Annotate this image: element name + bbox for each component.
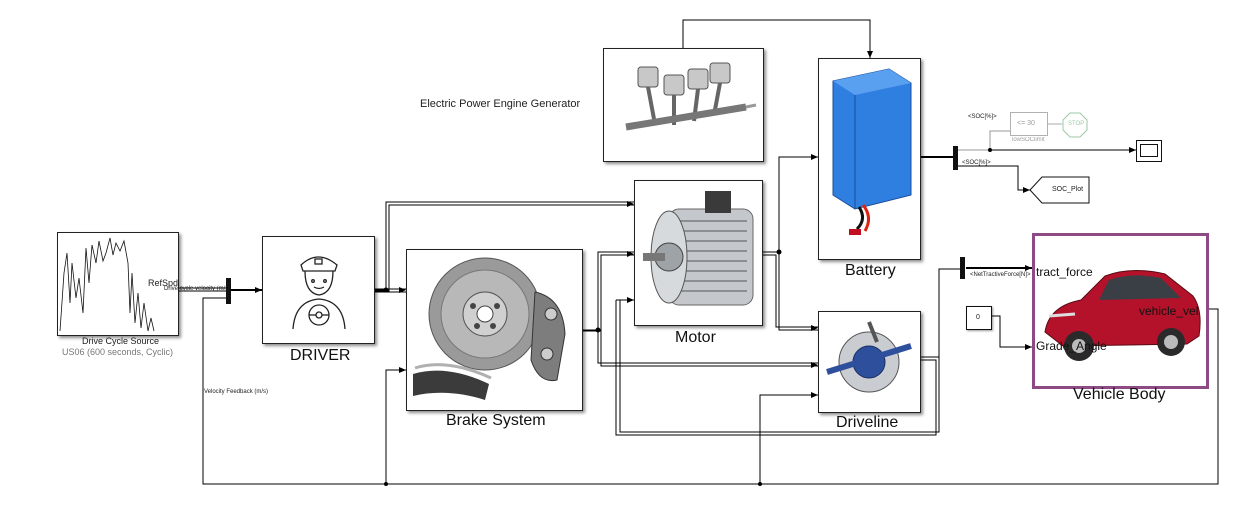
drive-cycle-title: Drive Cycle Source	[82, 336, 160, 346]
vehicle-input-mux[interactable]	[960, 257, 965, 279]
brake-system-label: Brake System	[446, 412, 546, 429]
net-tractive-force-label: <NetTractiveForce[N]>	[970, 272, 1031, 278]
driveline-block[interactable]	[818, 311, 921, 413]
velocity-feedback-label: Velocity Feedback (m/s)	[204, 389, 269, 395]
goto-tag-icon	[1029, 176, 1090, 204]
vehicle-vel-port-label: vehicle_vel	[1139, 304, 1199, 318]
battery-block[interactable]	[818, 58, 921, 260]
motor-block[interactable]	[634, 180, 763, 326]
soc-signal-label-top: <SOC[%]>	[968, 114, 997, 120]
driver-label: DRIVER	[290, 347, 351, 364]
soc-demux[interactable]	[953, 146, 958, 170]
tract-force-port-label: tract_force	[1036, 265, 1093, 279]
engine-generator-block[interactable]	[603, 48, 764, 162]
driveline-label: Driveline	[836, 414, 899, 431]
input-mux[interactable]	[226, 278, 231, 304]
brake-disc-icon	[413, 257, 566, 400]
brake-system-block[interactable]	[406, 249, 583, 411]
refspd-port-label: RefSpd	[148, 278, 179, 288]
engine-pistons-icon	[625, 62, 757, 131]
battery-label: Battery	[845, 262, 896, 279]
stop-label: STOP	[1068, 121, 1085, 127]
constant-block[interactable]: 0	[966, 306, 992, 330]
scope-block[interactable]	[1136, 140, 1162, 162]
drive-cycle-subtitle: US06 (600 seconds, Cyclic)	[62, 347, 174, 357]
vehicle-body-label: Vehicle Body	[1073, 386, 1166, 403]
compare-block-name: lowSOClimit	[1012, 137, 1045, 143]
driver-person-icon	[292, 256, 346, 330]
soc-signal-label-mid: <SOC[%]>	[962, 160, 991, 166]
drive-cycle-source-block[interactable]	[57, 232, 179, 336]
drive-velocity-signal-label: Drive cycle velocity (m/s)	[164, 286, 231, 292]
differential-gear-icon	[826, 321, 912, 393]
low-soc-compare-block[interactable]: <= 30	[1010, 112, 1048, 136]
constant-value: 0	[976, 314, 980, 321]
motor-label: Motor	[675, 329, 716, 346]
drive-cycle-waveform-icon	[59, 237, 155, 332]
electric-motor-icon	[643, 191, 754, 306]
stop-block[interactable]: STOP	[1062, 112, 1088, 138]
driver-block[interactable]	[262, 236, 375, 344]
vehicle-body-block[interactable]: tract_force Grade_Angle vehicle_vel	[1032, 233, 1209, 389]
car-icon	[1044, 270, 1201, 361]
scope-screen-icon	[1140, 144, 1158, 157]
grade-angle-port-label: Grade_Angle	[1036, 339, 1107, 353]
soc-plot-goto-block[interactable]: SOC_Plot	[1029, 176, 1090, 204]
compare-value: <= 30	[1017, 120, 1035, 127]
engine-generator-label: Electric Power Engine Generator	[420, 98, 581, 110]
stop-octagon-icon	[1062, 112, 1088, 138]
soc-plot-label: SOC_Plot	[1052, 186, 1084, 193]
battery-pack-icon	[832, 68, 912, 235]
